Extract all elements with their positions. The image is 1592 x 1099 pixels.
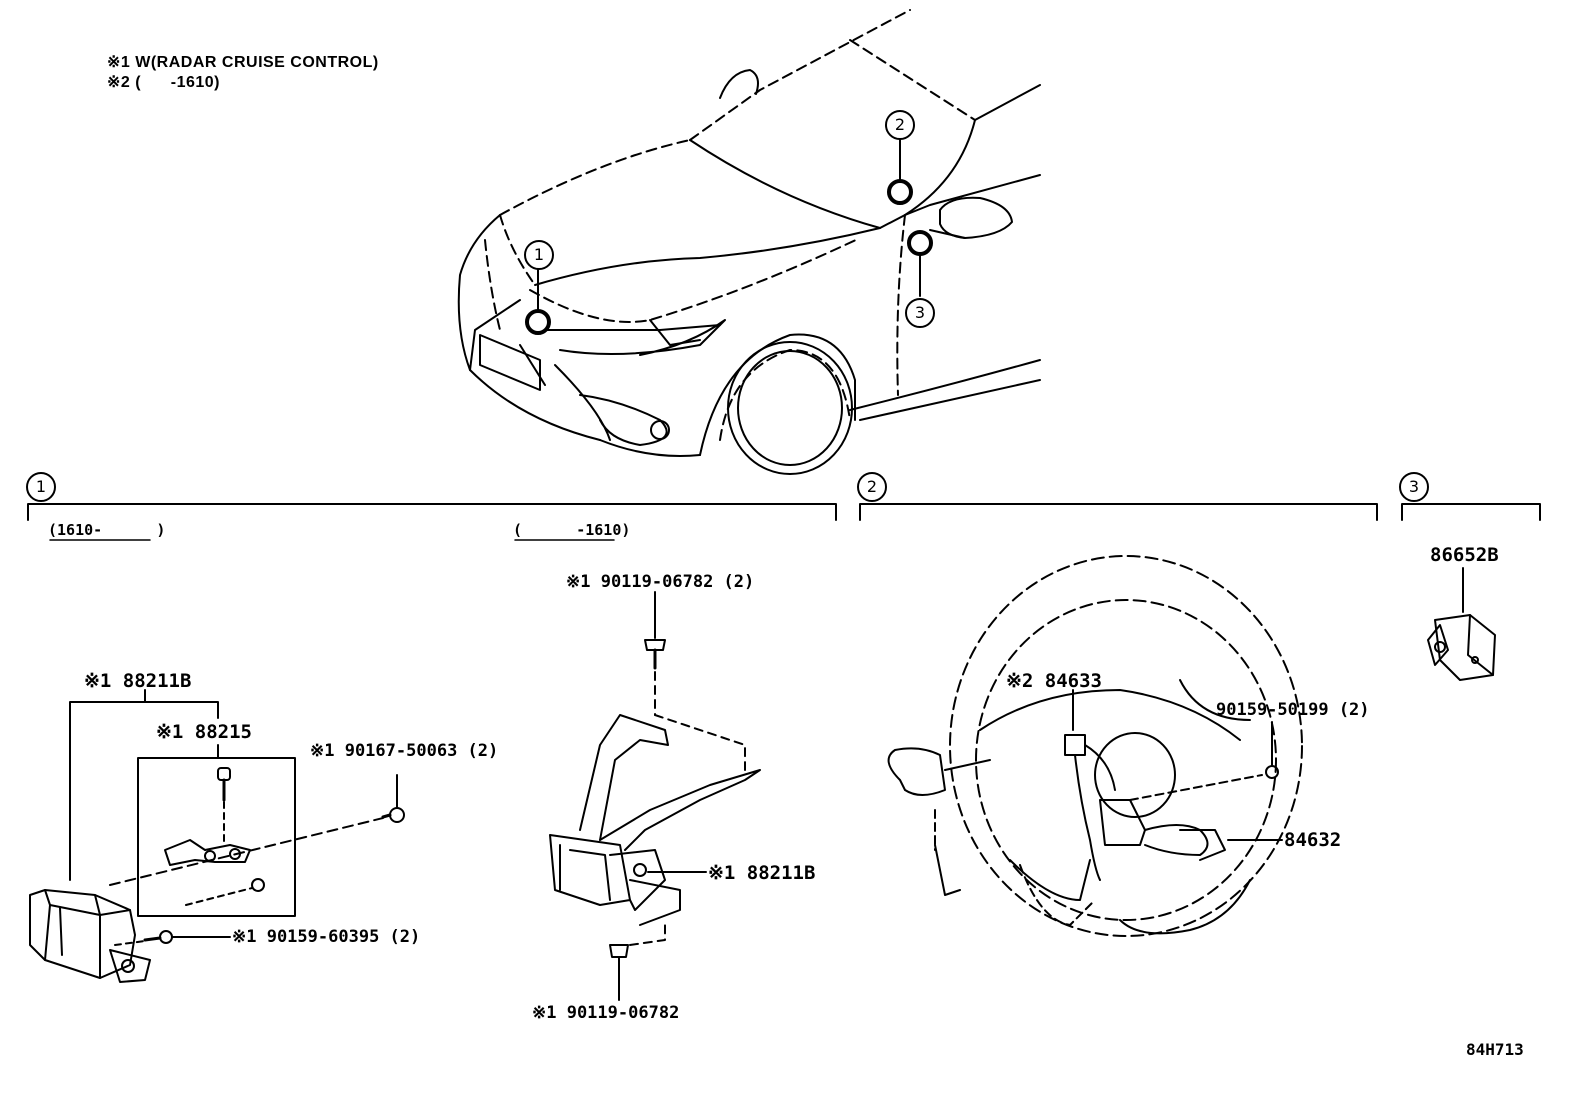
section-1-number: 1	[26, 472, 56, 502]
sensor-86652b	[1427, 567, 1496, 681]
diagram-id: 84H713	[1466, 1040, 1524, 1059]
part-88215: ※1 88215	[156, 721, 252, 743]
radar-sensor-assembly	[29, 689, 405, 983]
part-90167-50063: ※1 90167-50063 (2)	[310, 741, 499, 761]
car-illustration	[457, 9, 1041, 475]
radar-module-assembly	[549, 591, 761, 1001]
section-3-number: 3	[1399, 472, 1429, 502]
section-1-date-right: ( -1610)	[513, 521, 631, 539]
callout-3: 3	[905, 298, 935, 328]
section-brackets	[27, 503, 1541, 541]
part-90159-60395: ※1 90159-60395 (2)	[232, 927, 421, 947]
section-1-date-left: (1610- )	[48, 521, 166, 539]
section-2-number: 2	[857, 472, 887, 502]
part-90159-50199: 90159-50199 (2)	[1216, 700, 1370, 720]
part-84632: 84632	[1284, 829, 1342, 851]
note-2: ※2 ( -1610)	[107, 74, 220, 91]
callout-1: 1	[524, 240, 554, 270]
part-88211b-left: ※1 88211B	[84, 670, 192, 692]
part-84633: ※2 84633	[1006, 670, 1102, 692]
note-1: ※1 W(RADAR CRUISE CONTROL)	[107, 54, 379, 71]
part-90119-06782-bottom: ※1 90119-06782	[532, 1003, 680, 1023]
part-88211b-right: ※1 88211B	[708, 862, 816, 884]
steering-wheel-assembly	[887, 555, 1303, 937]
part-86652b: 86652B	[1430, 544, 1499, 566]
part-90119-06782-top: ※1 90119-06782 (2)	[566, 572, 755, 592]
callout-2: 2	[885, 110, 915, 140]
